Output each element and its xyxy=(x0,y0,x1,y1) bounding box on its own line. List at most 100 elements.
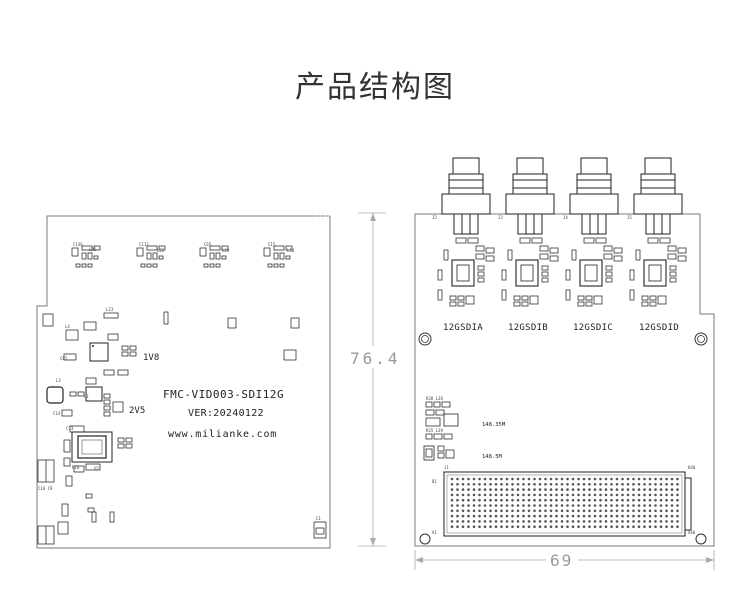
svg-text:L28: L28 xyxy=(222,248,230,253)
connector-ref-j3: J3 xyxy=(498,215,503,220)
fmc-pin xyxy=(654,509,657,513)
svg-text:B1: B1 xyxy=(432,479,437,484)
fmc-pin xyxy=(516,488,520,491)
fmc-pin xyxy=(500,509,503,513)
fmc-pin xyxy=(522,520,525,523)
fmc-pin xyxy=(599,498,602,502)
fmc-pin xyxy=(577,483,580,486)
fmc-pin xyxy=(555,477,558,481)
fmc-pin xyxy=(450,504,454,507)
fmc-pin xyxy=(670,483,674,486)
fmc-pin xyxy=(643,520,646,523)
fmc-pin xyxy=(566,477,569,481)
fmc-pin xyxy=(456,509,459,513)
fmc-pin xyxy=(626,504,630,507)
fmc-pin xyxy=(626,498,630,502)
fmc-pin xyxy=(648,477,652,481)
fmc-pin xyxy=(599,525,602,528)
fmc-pin xyxy=(461,514,465,518)
fmc-pin xyxy=(582,488,586,491)
fmc-pin xyxy=(648,498,652,502)
fmc-pin xyxy=(560,509,564,513)
fmc-pin xyxy=(582,504,586,507)
fmc-pin xyxy=(676,525,679,528)
fmc-pin xyxy=(467,477,470,481)
front-top-regulators xyxy=(71,245,293,268)
fmc-pin xyxy=(516,477,520,481)
fmc-pin xyxy=(577,498,580,502)
fmc-pin xyxy=(489,520,492,523)
fmc-pin xyxy=(632,483,635,486)
fmc-pin xyxy=(582,498,586,502)
fmc-pin xyxy=(665,483,668,486)
fmc-pin xyxy=(560,493,564,497)
fmc-pin xyxy=(538,488,542,491)
fmc-pin xyxy=(500,504,503,507)
fmc-pin xyxy=(505,477,509,481)
fmc-pin xyxy=(522,514,525,518)
fmc-pin xyxy=(604,520,608,523)
fmc-pin xyxy=(461,477,465,481)
fmc-pin xyxy=(599,477,602,481)
fmc-pin xyxy=(500,477,503,481)
fmc-pin xyxy=(593,520,597,523)
fmc-pin xyxy=(544,488,547,491)
fmc-pin xyxy=(450,509,454,513)
channel-circuits xyxy=(437,237,687,307)
fmc-pin xyxy=(626,520,630,523)
fmc-pin xyxy=(456,504,459,507)
fmc-pin xyxy=(670,477,674,481)
fmc-pin xyxy=(588,493,591,497)
fmc-pin xyxy=(654,525,657,528)
fmc-pin xyxy=(555,525,558,528)
fmc-pin xyxy=(483,498,487,502)
fmc-pin xyxy=(665,525,668,528)
fmc-pin xyxy=(505,488,509,491)
fmc-pin xyxy=(489,504,492,507)
svg-text:A40: A40 xyxy=(688,530,696,535)
fmc-pin xyxy=(527,493,531,497)
fmc-pin xyxy=(665,514,668,518)
fmc-pin xyxy=(516,520,520,523)
fmc-pin xyxy=(560,488,564,491)
fmc-pin xyxy=(626,525,630,528)
fmc-pin xyxy=(549,509,553,513)
fmc-pin xyxy=(544,504,547,507)
fmc-pin xyxy=(500,520,503,523)
fmc-pin xyxy=(637,514,641,518)
fmc-pin xyxy=(637,504,641,507)
svg-text:R38 L36: R38 L36 xyxy=(426,396,443,401)
fmc-pin xyxy=(489,514,492,518)
fmc-pin xyxy=(654,477,657,481)
fmc-pin xyxy=(670,498,674,502)
fmc-pin xyxy=(500,498,503,502)
fmc-pin xyxy=(582,514,586,518)
fmc-pin xyxy=(648,509,652,513)
fmc-pin xyxy=(566,509,569,513)
channel-label-b: 12GSDIB xyxy=(508,323,548,333)
front-small-parts xyxy=(37,311,327,545)
fmc-pin xyxy=(588,525,591,528)
fmc-pin xyxy=(610,488,613,491)
fmc-pin xyxy=(450,514,454,518)
fmc-pin xyxy=(571,498,575,502)
fmc-pin xyxy=(615,498,619,502)
back-board xyxy=(414,213,715,547)
connector-ref-j2: J2 xyxy=(432,215,437,220)
fmc-pin xyxy=(522,477,525,481)
fmc-pin xyxy=(533,477,536,481)
svg-text:R35 L39: R35 L39 xyxy=(426,428,443,433)
fmc-pin xyxy=(566,483,569,486)
svg-text:A1: A1 xyxy=(432,530,437,535)
fmc-pin xyxy=(637,488,641,491)
svg-text:U1: U1 xyxy=(84,394,89,399)
fmc-pin xyxy=(571,483,575,486)
fmc-pin xyxy=(577,493,580,497)
fmc-pin xyxy=(483,520,487,523)
svg-text:C14: C14 xyxy=(53,411,61,416)
svg-text:C13: C13 xyxy=(66,426,74,431)
fmc-pin xyxy=(456,514,459,518)
fmc-pin xyxy=(659,483,663,486)
fmc-pin xyxy=(588,477,591,481)
fmc-pin xyxy=(632,493,635,497)
